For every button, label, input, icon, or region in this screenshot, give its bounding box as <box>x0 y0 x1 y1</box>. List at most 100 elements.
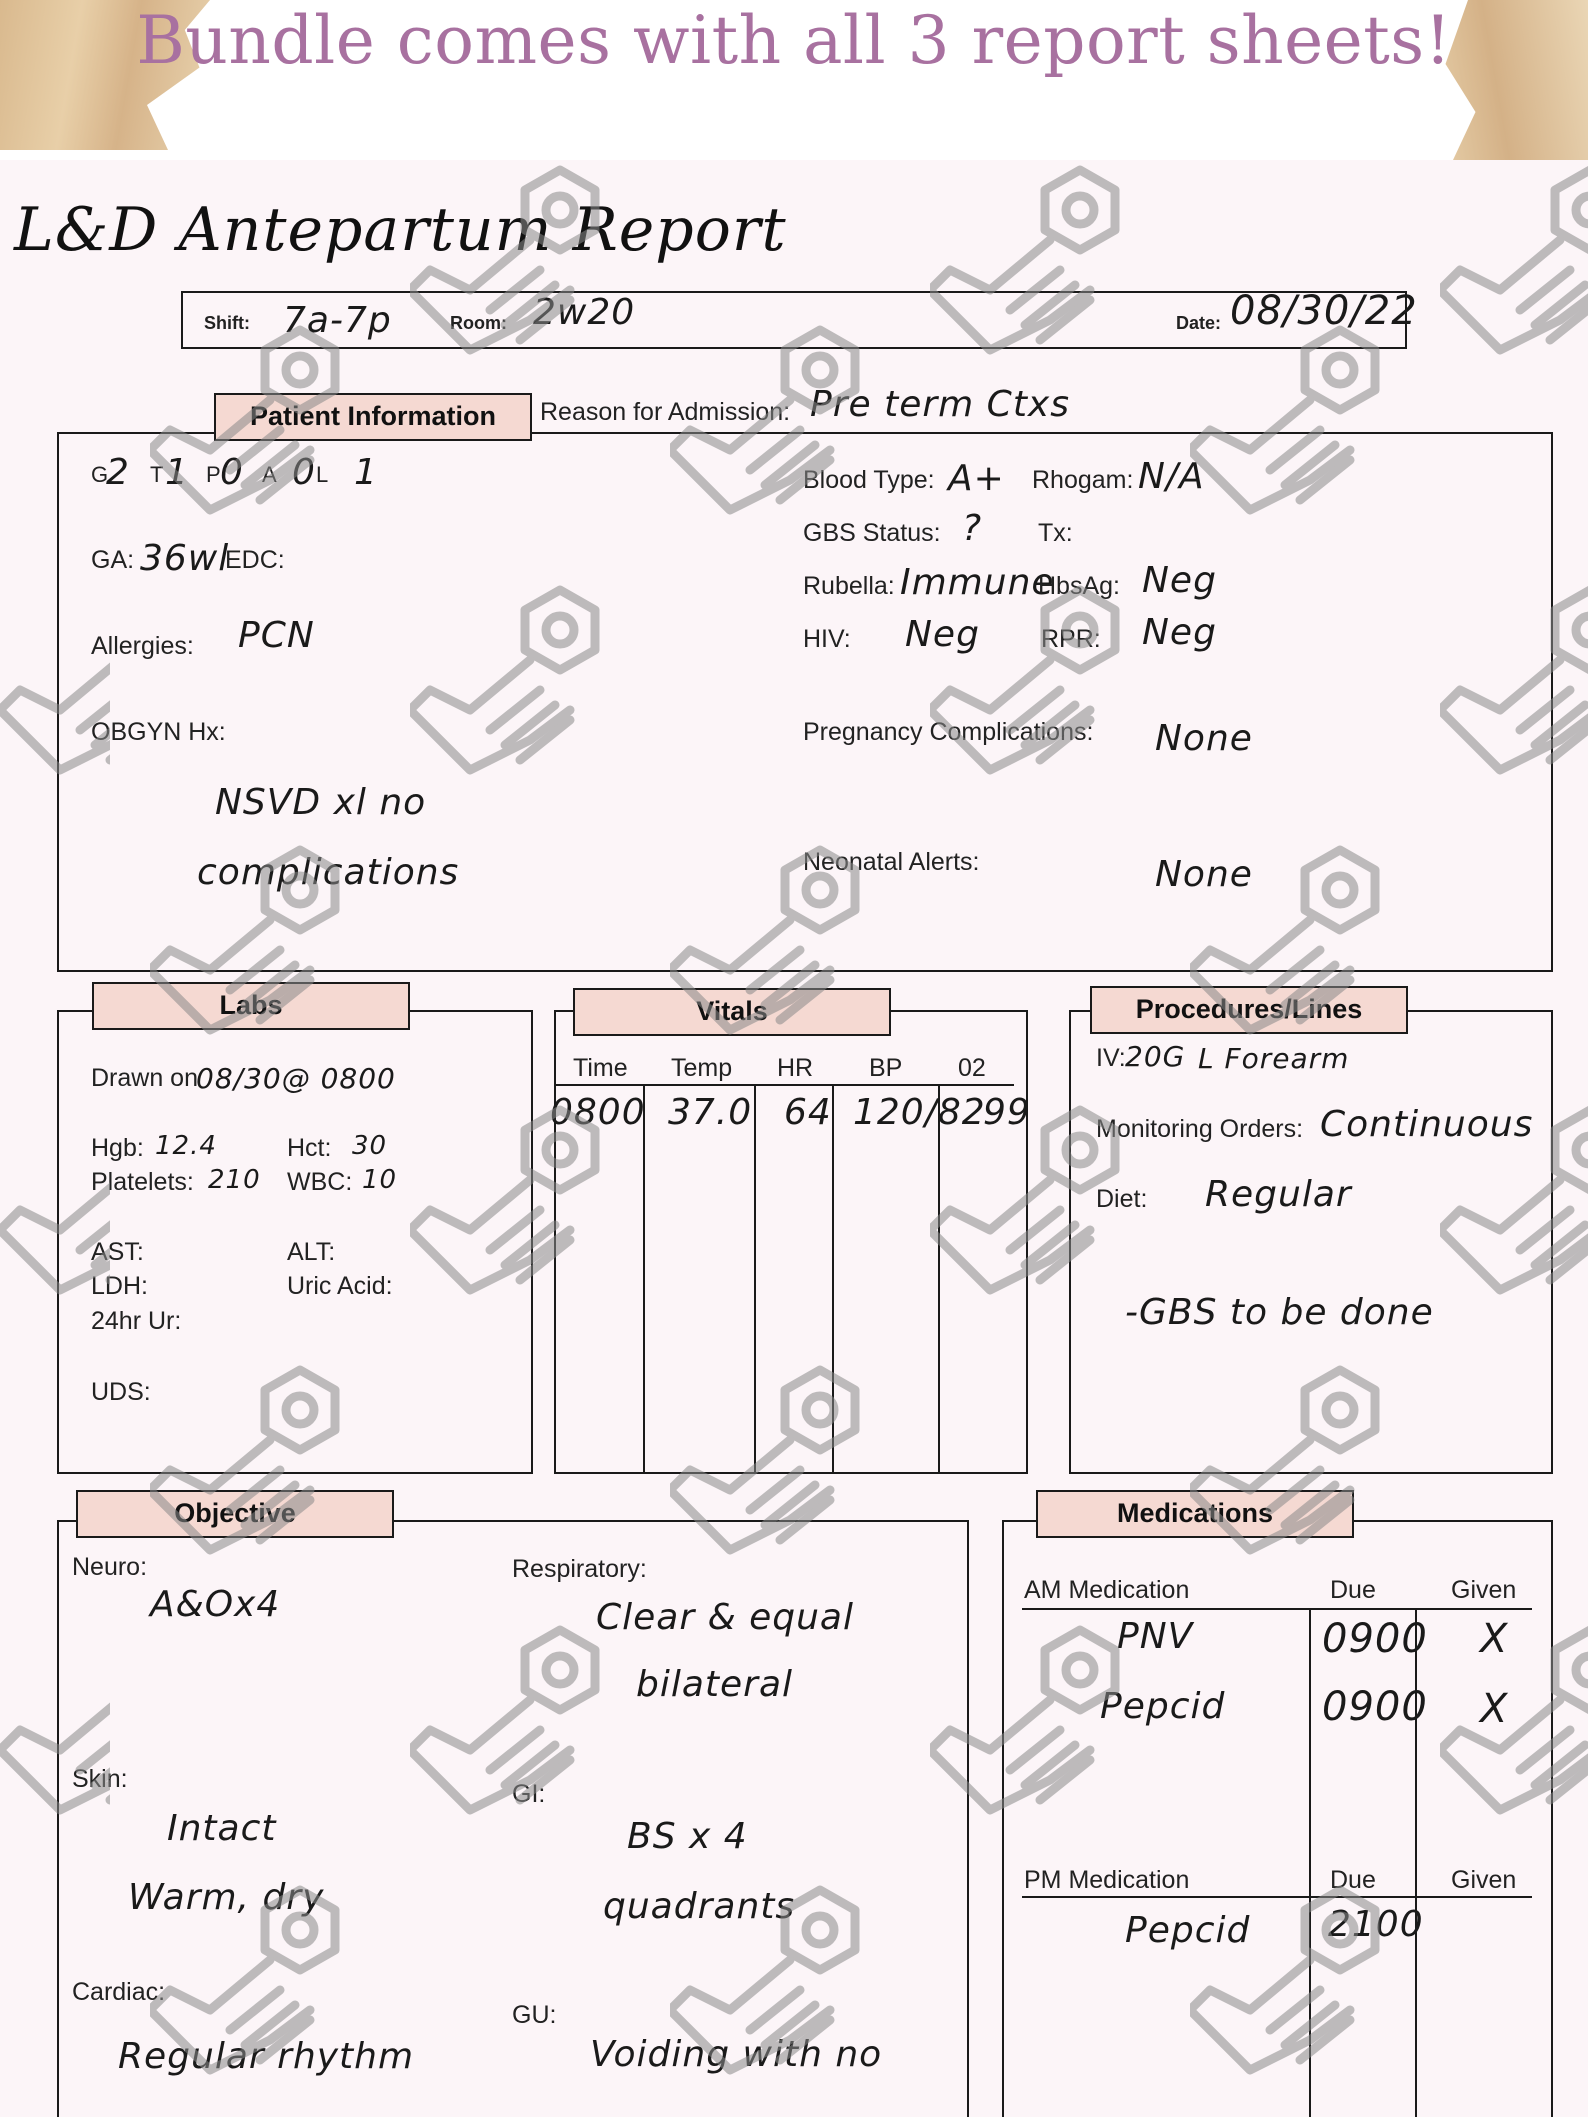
vitals-header-time: Time <box>573 1054 628 1082</box>
vitals-header-bp: BP <box>869 1054 903 1082</box>
objective-box <box>57 1520 969 2117</box>
gtpal-l-label: L <box>316 462 329 487</box>
cardiac-value[interactable]: Regular rhythm <box>118 2036 415 2077</box>
hbsag-value[interactable]: Neg <box>1142 560 1217 601</box>
monitoring-orders-label: Monitoring Orders: <box>1096 1115 1304 1143</box>
gtpal-a-value[interactable]: 0 <box>292 452 316 493</box>
skin-value-line2[interactable]: Warm, dry <box>128 1877 325 1918</box>
obgyn-value-line1[interactable]: NSVD xl no <box>215 782 427 823</box>
gi-value-line1[interactable]: BS x 4 <box>627 1816 748 1857</box>
rubella-label: Rubella: <box>803 572 895 600</box>
iv-label: IV: <box>1096 1044 1126 1072</box>
date-value[interactable]: 08/30/22 <box>1230 288 1418 334</box>
iv-value[interactable]: 20G <box>1125 1040 1186 1073</box>
wbc-value[interactable]: 10 <box>362 1165 398 1195</box>
vitals-o2-value[interactable]: 99 <box>983 1092 1031 1133</box>
hiv-label: HIV: <box>803 625 851 653</box>
am-med-1-due[interactable]: 0900 <box>1322 1616 1428 1662</box>
ldh-label: LDH: <box>91 1272 148 1300</box>
gu-value[interactable]: Voiding with no <box>590 2034 883 2075</box>
diet-label: Diet: <box>1096 1185 1148 1213</box>
monitoring-orders-value[interactable]: Continuous <box>1320 1104 1534 1145</box>
pm-header-divider <box>1022 1896 1532 1898</box>
gbs-status-value[interactable]: ? <box>962 508 983 549</box>
platelets-value[interactable]: 210 <box>208 1165 261 1195</box>
gtpal-g-value[interactable]: 2 <box>106 452 130 493</box>
uric-acid-label: Uric Acid: <box>287 1272 393 1300</box>
procedures-box <box>1069 1010 1553 1474</box>
vitals-header-hr: HR <box>777 1054 814 1082</box>
reason-value[interactable]: Pre term Ctxs <box>810 384 1070 425</box>
am-header-divider <box>1022 1608 1532 1610</box>
neonatal-alerts-value[interactable]: None <box>1155 854 1253 895</box>
neuro-value[interactable]: A&Ox4 <box>150 1584 281 1625</box>
alt-label: ALT: <box>287 1238 336 1266</box>
am-med-1-given[interactable]: X <box>1480 1616 1509 1662</box>
am-med-2-name[interactable]: Pepcid <box>1100 1686 1226 1727</box>
platelets-label: Platelets: <box>91 1168 194 1196</box>
vitals-col-divider-2 <box>754 1084 756 1472</box>
room-value[interactable]: 2w20 <box>533 292 636 333</box>
cardiac-label: Cardiac: <box>72 1978 166 2006</box>
edc-label: EDC: <box>225 546 285 574</box>
pm-med-1-due[interactable]: 2100 <box>1328 1904 1424 1945</box>
vitals-tab: Vitals <box>573 988 891 1036</box>
room-label: Room: <box>450 313 507 333</box>
drawn-on-value[interactable]: 08/30@ 0800 <box>196 1062 396 1095</box>
gtpal-p-value[interactable]: 0 <box>220 452 244 493</box>
pm-due-header: Due <box>1330 1866 1376 1894</box>
pm-med-1-name[interactable]: Pepcid <box>1125 1910 1251 1951</box>
am-med-1-name[interactable]: PNV <box>1117 1616 1194 1657</box>
objective-tab: Objective <box>76 1490 394 1538</box>
am-med-2-given[interactable]: X <box>1480 1686 1509 1732</box>
am-med-2-due[interactable]: 0900 <box>1322 1684 1428 1730</box>
banner: Bundle comes with all 3 report sheets! <box>0 0 1588 160</box>
hgb-label: Hgb: <box>91 1134 144 1162</box>
respiratory-value-line1[interactable]: Clear & equal <box>596 1597 854 1638</box>
pregnancy-complications-value[interactable]: None <box>1155 718 1253 759</box>
gtpal-t-value[interactable]: 1 <box>165 452 189 493</box>
gtpal-l-value[interactable]: 1 <box>354 452 378 493</box>
hiv-value[interactable]: Neg <box>905 614 980 655</box>
hct-value[interactable]: 30 <box>352 1131 388 1161</box>
med-col-divider-1 <box>1309 1608 1311 2117</box>
shift-value[interactable]: 7a-7p <box>283 300 392 341</box>
vitals-col-divider-3 <box>832 1084 834 1472</box>
vitals-hr-value[interactable]: 64 <box>784 1092 832 1133</box>
obgyn-label: OBGYN Hx: <box>91 718 226 746</box>
hgb-value[interactable]: 12.4 <box>155 1131 217 1161</box>
respiratory-value-line2[interactable]: bilateral <box>636 1664 794 1705</box>
blood-type-value[interactable]: A+ <box>948 458 1005 499</box>
allergies-value[interactable]: PCN <box>238 615 315 656</box>
hbsag-label: HbsAg: <box>1038 572 1120 600</box>
gi-label: GI: <box>512 1780 546 1808</box>
rhogam-value[interactable]: N/A <box>1138 456 1205 497</box>
blood-type-label: Blood Type: <box>803 466 935 494</box>
diet-value[interactable]: Regular <box>1205 1174 1352 1215</box>
vitals-time-value[interactable]: 0800 <box>550 1092 646 1133</box>
vitals-header-temp: Temp <box>671 1054 733 1082</box>
date-label: Date: <box>1176 313 1222 333</box>
vitals-bp-value[interactable]: 120/82 <box>853 1092 986 1133</box>
respiratory-label: Respiratory: <box>512 1555 647 1583</box>
obgyn-value-line2[interactable]: complications <box>197 852 460 893</box>
medications-tab: Medications <box>1036 1490 1354 1538</box>
procedures-note[interactable]: -GBS to be done <box>1125 1292 1434 1333</box>
gu-label: GU: <box>512 2001 557 2029</box>
pregnancy-complications-label: Pregnancy Complications: <box>803 718 1094 746</box>
rpr-value[interactable]: Neg <box>1142 612 1217 653</box>
wood-decoration-right <box>1445 0 1588 160</box>
gi-value-line2[interactable]: quadrants <box>603 1886 796 1927</box>
drawn-on-label: Drawn on <box>91 1064 198 1092</box>
gbs-status-label: GBS Status: <box>803 519 941 547</box>
ga-value[interactable]: 36wl <box>140 538 230 579</box>
hct-label: Hct: <box>287 1134 332 1162</box>
gtpal-p-label: P <box>206 462 221 487</box>
rubella-value[interactable]: Immune <box>900 562 1055 603</box>
vitals-temp-value[interactable]: 37.0 <box>668 1092 753 1133</box>
watermark-logo-icon <box>1440 160 1588 360</box>
rpr-label: RPR: <box>1041 625 1101 653</box>
iv-site-value[interactable]: L Forearm <box>1198 1042 1350 1075</box>
skin-value-line1[interactable]: Intact <box>167 1808 277 1849</box>
pm-medication-header: PM Medication <box>1024 1866 1190 1894</box>
